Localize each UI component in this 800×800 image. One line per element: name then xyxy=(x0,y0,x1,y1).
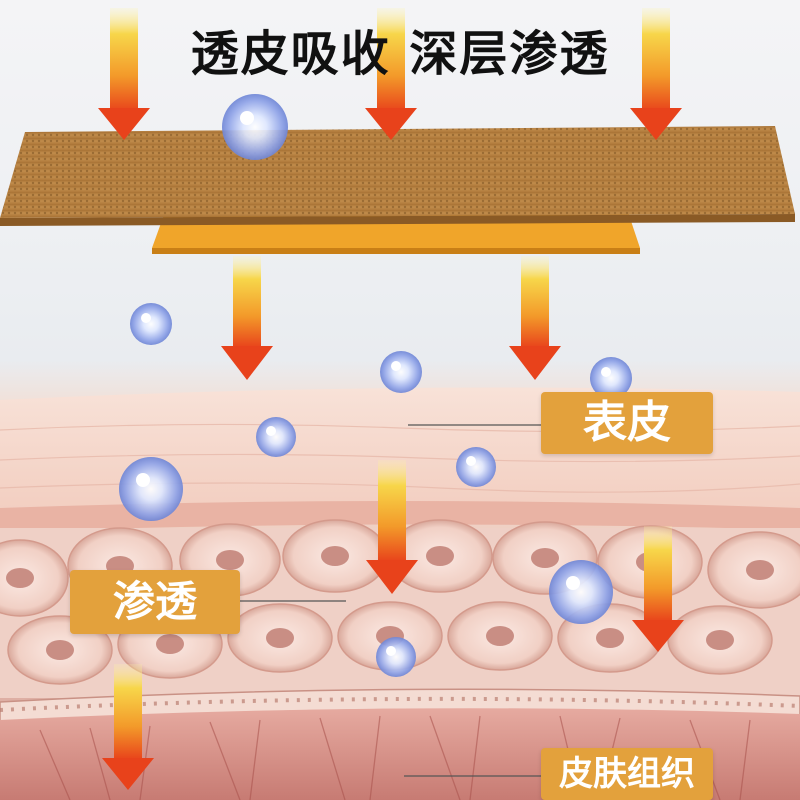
bubble-icon xyxy=(222,94,288,160)
penetrate-label: 渗透 xyxy=(70,570,240,634)
arrow-down-icon xyxy=(98,8,150,140)
bubble-icon xyxy=(130,303,172,345)
tissue-label-text: 皮肤组织 xyxy=(559,754,695,794)
arrow-down-icon xyxy=(102,664,154,790)
patch-sheet xyxy=(0,126,795,226)
bubble-icon xyxy=(119,457,183,521)
arrow-down-icon xyxy=(632,526,684,652)
bubble-icon xyxy=(256,417,296,457)
tissue-label: 皮肤组织 xyxy=(541,748,713,800)
arrow-down-icon xyxy=(221,256,273,380)
bubble-icon xyxy=(380,351,422,393)
epidermis-label-text: 表皮 xyxy=(583,397,671,448)
epidermis-label: 表皮 xyxy=(541,392,713,454)
page-title: 透皮吸收 深层渗透 xyxy=(190,26,610,82)
bubble-icon xyxy=(456,447,496,487)
bubble-icon xyxy=(376,637,416,677)
arrow-down-icon xyxy=(365,8,417,140)
penetrate-label-text: 渗透 xyxy=(112,577,197,626)
arrow-down-icon xyxy=(509,256,561,380)
arrow-down-icon xyxy=(630,8,682,140)
bubble-icon xyxy=(590,357,632,399)
arrow-down-icon xyxy=(366,460,418,594)
bubble-icon xyxy=(549,560,613,624)
